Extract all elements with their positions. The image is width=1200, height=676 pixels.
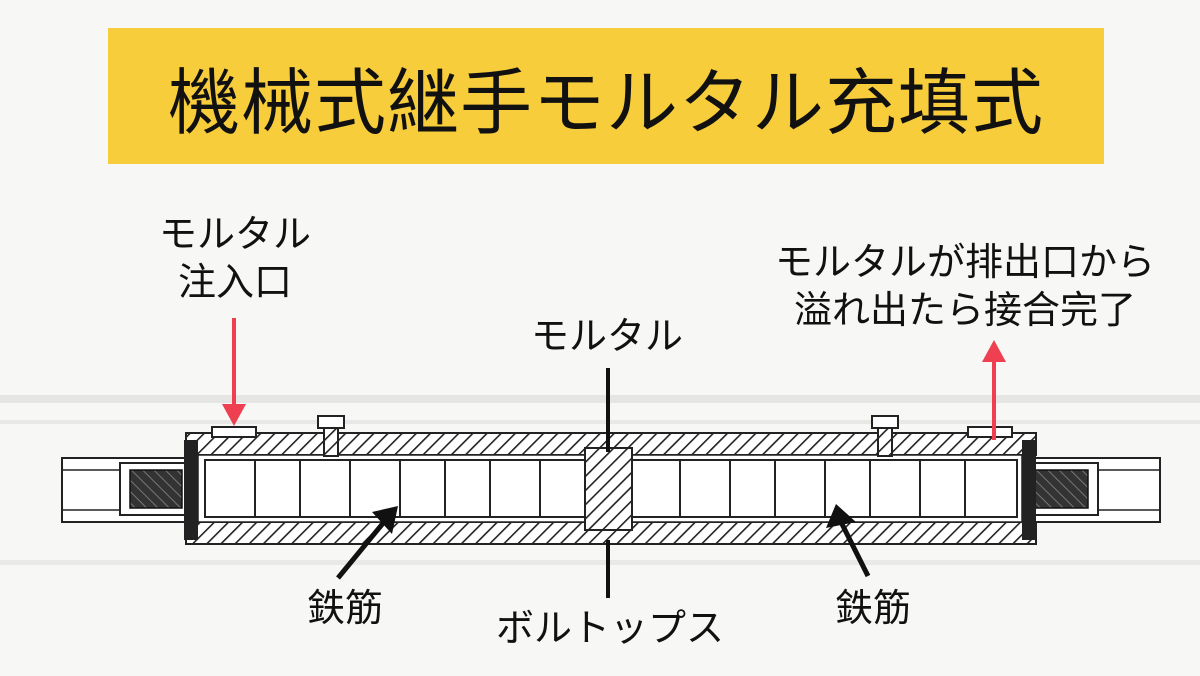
rebar-right-arrow: [826, 504, 871, 578]
inlet-label: モルタル 注入口: [130, 210, 340, 306]
diagram-title: 機械式継手モルタル充填式: [167, 60, 1044, 145]
mortar-center-fill: [584, 447, 633, 531]
outlet-port: [967, 426, 1013, 438]
title-banner: 機械式継手モルタル充填式: [108, 28, 1104, 164]
inlet-label-line1: モルタル: [158, 212, 311, 256]
rebar-right-label: 鉄筋: [834, 586, 911, 630]
mortar-label: モルタル: [530, 314, 683, 358]
background-texture: [0, 395, 1200, 565]
outlet-label: モルタルが排出口から 溢れ出たら接合完了: [740, 238, 1190, 334]
inlet-arrow: [222, 318, 246, 426]
rebar-left-arrow: [336, 506, 398, 580]
outlet-label-line1: モルタルが排出口から: [774, 240, 1155, 284]
inlet-port: [211, 426, 257, 438]
bolt-tops-label: ボルトップス: [495, 606, 724, 650]
rebar-left-label: 鉄筋: [306, 586, 383, 630]
inlet-label-line2: 注入口: [177, 260, 292, 304]
set-bolt-left: [317, 415, 345, 457]
outlet-label-line2: 溢れ出たら接合完了: [793, 288, 1136, 332]
outlet-arrow: [982, 340, 1006, 440]
set-bolt-right: [871, 415, 899, 457]
